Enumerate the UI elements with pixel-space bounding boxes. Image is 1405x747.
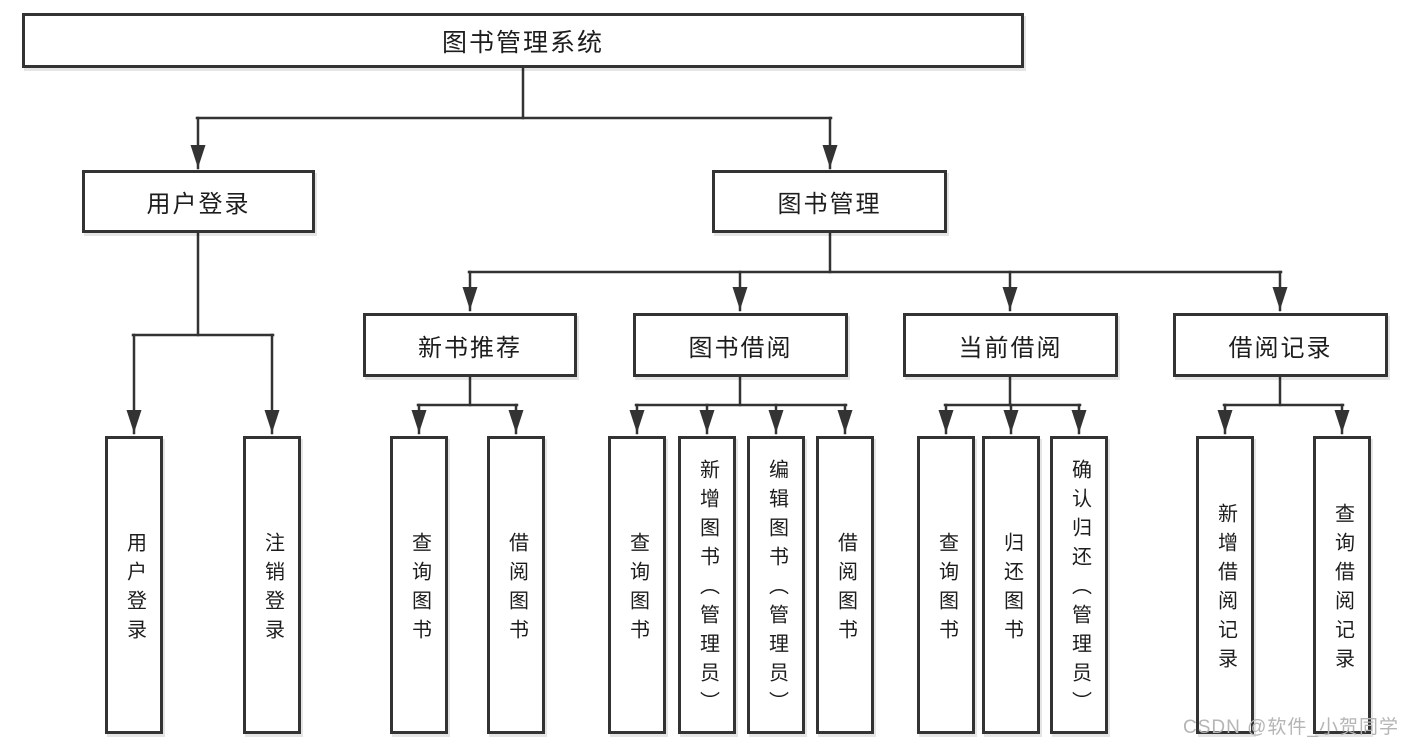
node-label: 借阅记录 — [1228, 334, 1333, 362]
node-borrow-records: 借阅记录 — [1173, 313, 1388, 377]
node-user-login: 用户登录 — [82, 170, 315, 233]
node-book-borrowing: 图书借阅 — [633, 313, 848, 377]
leaf-add-borrow-record: 新增借阅记录 — [1196, 436, 1254, 734]
watermark: CSDN @软件_小贺同学 — [1183, 717, 1399, 738]
leaf-label: 新增图书（管理员） — [696, 459, 719, 720]
connector-borrowing-to-leaves — [629, 375, 853, 435]
node-current-borrowing: 当前借阅 — [903, 313, 1118, 377]
leaf-borrow-books-1: 借阅图书 — [487, 436, 545, 734]
leaf-label: 用户登录 — [123, 531, 146, 648]
leaf-confirm-return-admin: 确认归还（管理员） — [1050, 436, 1108, 734]
connector-userlogin-to-leaves — [126, 231, 280, 435]
leaf-label: 查询图书 — [408, 531, 431, 648]
connector-root-to-level2 — [190, 64, 838, 170]
connector-records-to-leaves — [1217, 375, 1350, 435]
leaf-user-login: 用户登录 — [105, 436, 163, 734]
node-label: 用户登录 — [146, 191, 251, 218]
node-label: 新书推荐 — [418, 334, 522, 362]
leaf-query-books-3: 查询图书 — [917, 436, 975, 734]
leaf-label: 归还图书 — [1000, 531, 1023, 648]
leaf-return-book: 归还图书 — [982, 436, 1040, 734]
connector-current-to-leaves — [938, 375, 1087, 435]
leaf-add-book-admin: 新增图书（管理员） — [678, 436, 736, 734]
leaf-query-borrow-record: 查询借阅记录 — [1313, 436, 1371, 734]
leaf-label: 编辑图书（管理员） — [765, 459, 788, 720]
node-library-system: 图书管理系统 — [22, 13, 1024, 68]
leaf-edit-book-admin: 编辑图书（管理员） — [747, 436, 805, 734]
leaf-label: 借阅图书 — [834, 531, 857, 648]
node-label: 当前借阅 — [958, 334, 1063, 362]
node-label: 图书管理 — [777, 191, 882, 218]
leaf-label: 新增借阅记录 — [1214, 502, 1237, 677]
node-label: 图书管理系统 — [441, 28, 604, 57]
node-new-book-recommend: 新书推荐 — [363, 313, 577, 377]
leaf-label: 注销登录 — [261, 531, 284, 648]
leaf-query-books-1: 查询图书 — [390, 436, 448, 734]
connector-newbooks-to-leaves — [411, 375, 524, 435]
node-book-management: 图书管理 — [712, 170, 947, 233]
leaf-label: 查询图书 — [935, 531, 958, 648]
leaf-query-books-2: 查询图书 — [608, 436, 666, 734]
leaf-label: 借阅图书 — [505, 531, 528, 648]
leaf-label: 查询借阅记录 — [1331, 502, 1354, 677]
connector-bookmgmt-to-level3 — [462, 231, 1288, 312]
leaf-label: 确认归还（管理员） — [1068, 459, 1091, 720]
leaf-label: 查询图书 — [626, 531, 649, 648]
leaf-borrow-books-2: 借阅图书 — [816, 436, 874, 734]
node-label: 图书借阅 — [688, 334, 793, 362]
leaf-logout: 注销登录 — [243, 436, 301, 734]
